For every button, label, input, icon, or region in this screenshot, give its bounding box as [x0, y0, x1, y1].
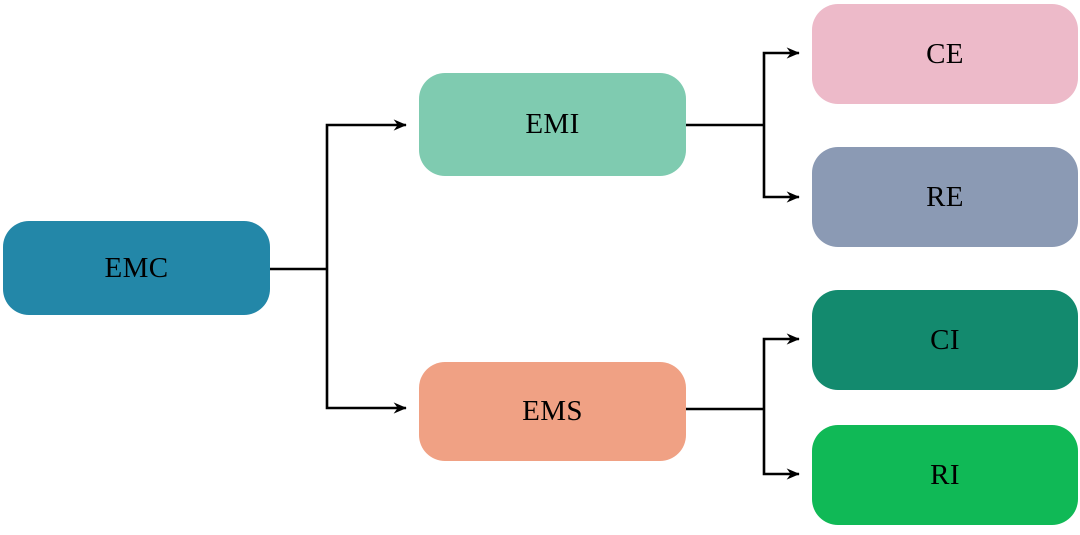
- node-ems-label: EMS: [522, 395, 583, 427]
- node-ri-label: RI: [930, 458, 960, 491]
- node-emi-label: EMI: [525, 108, 580, 140]
- edge-emc-ems: [325, 269, 407, 414]
- edge-emi-ce: [762, 47, 800, 125]
- node-ems[interactable]: EMS: [419, 362, 686, 461]
- node-emc[interactable]: EMC: [3, 221, 270, 315]
- node-emi[interactable]: EMI: [419, 73, 686, 176]
- edge-ems-ri: [762, 409, 800, 480]
- edge-emc-emi: [325, 119, 407, 269]
- node-ce-label: CE: [926, 37, 964, 70]
- node-re[interactable]: RE: [812, 147, 1078, 247]
- node-re-label: RE: [926, 180, 964, 213]
- node-ci[interactable]: CI: [812, 290, 1078, 390]
- node-ri[interactable]: RI: [812, 425, 1078, 525]
- node-emc-label: EMC: [104, 251, 169, 284]
- edge-emi-re: [762, 125, 800, 203]
- node-ce[interactable]: CE: [812, 4, 1078, 104]
- node-ci-label: CI: [930, 323, 960, 356]
- edge-ems-ci: [762, 333, 800, 409]
